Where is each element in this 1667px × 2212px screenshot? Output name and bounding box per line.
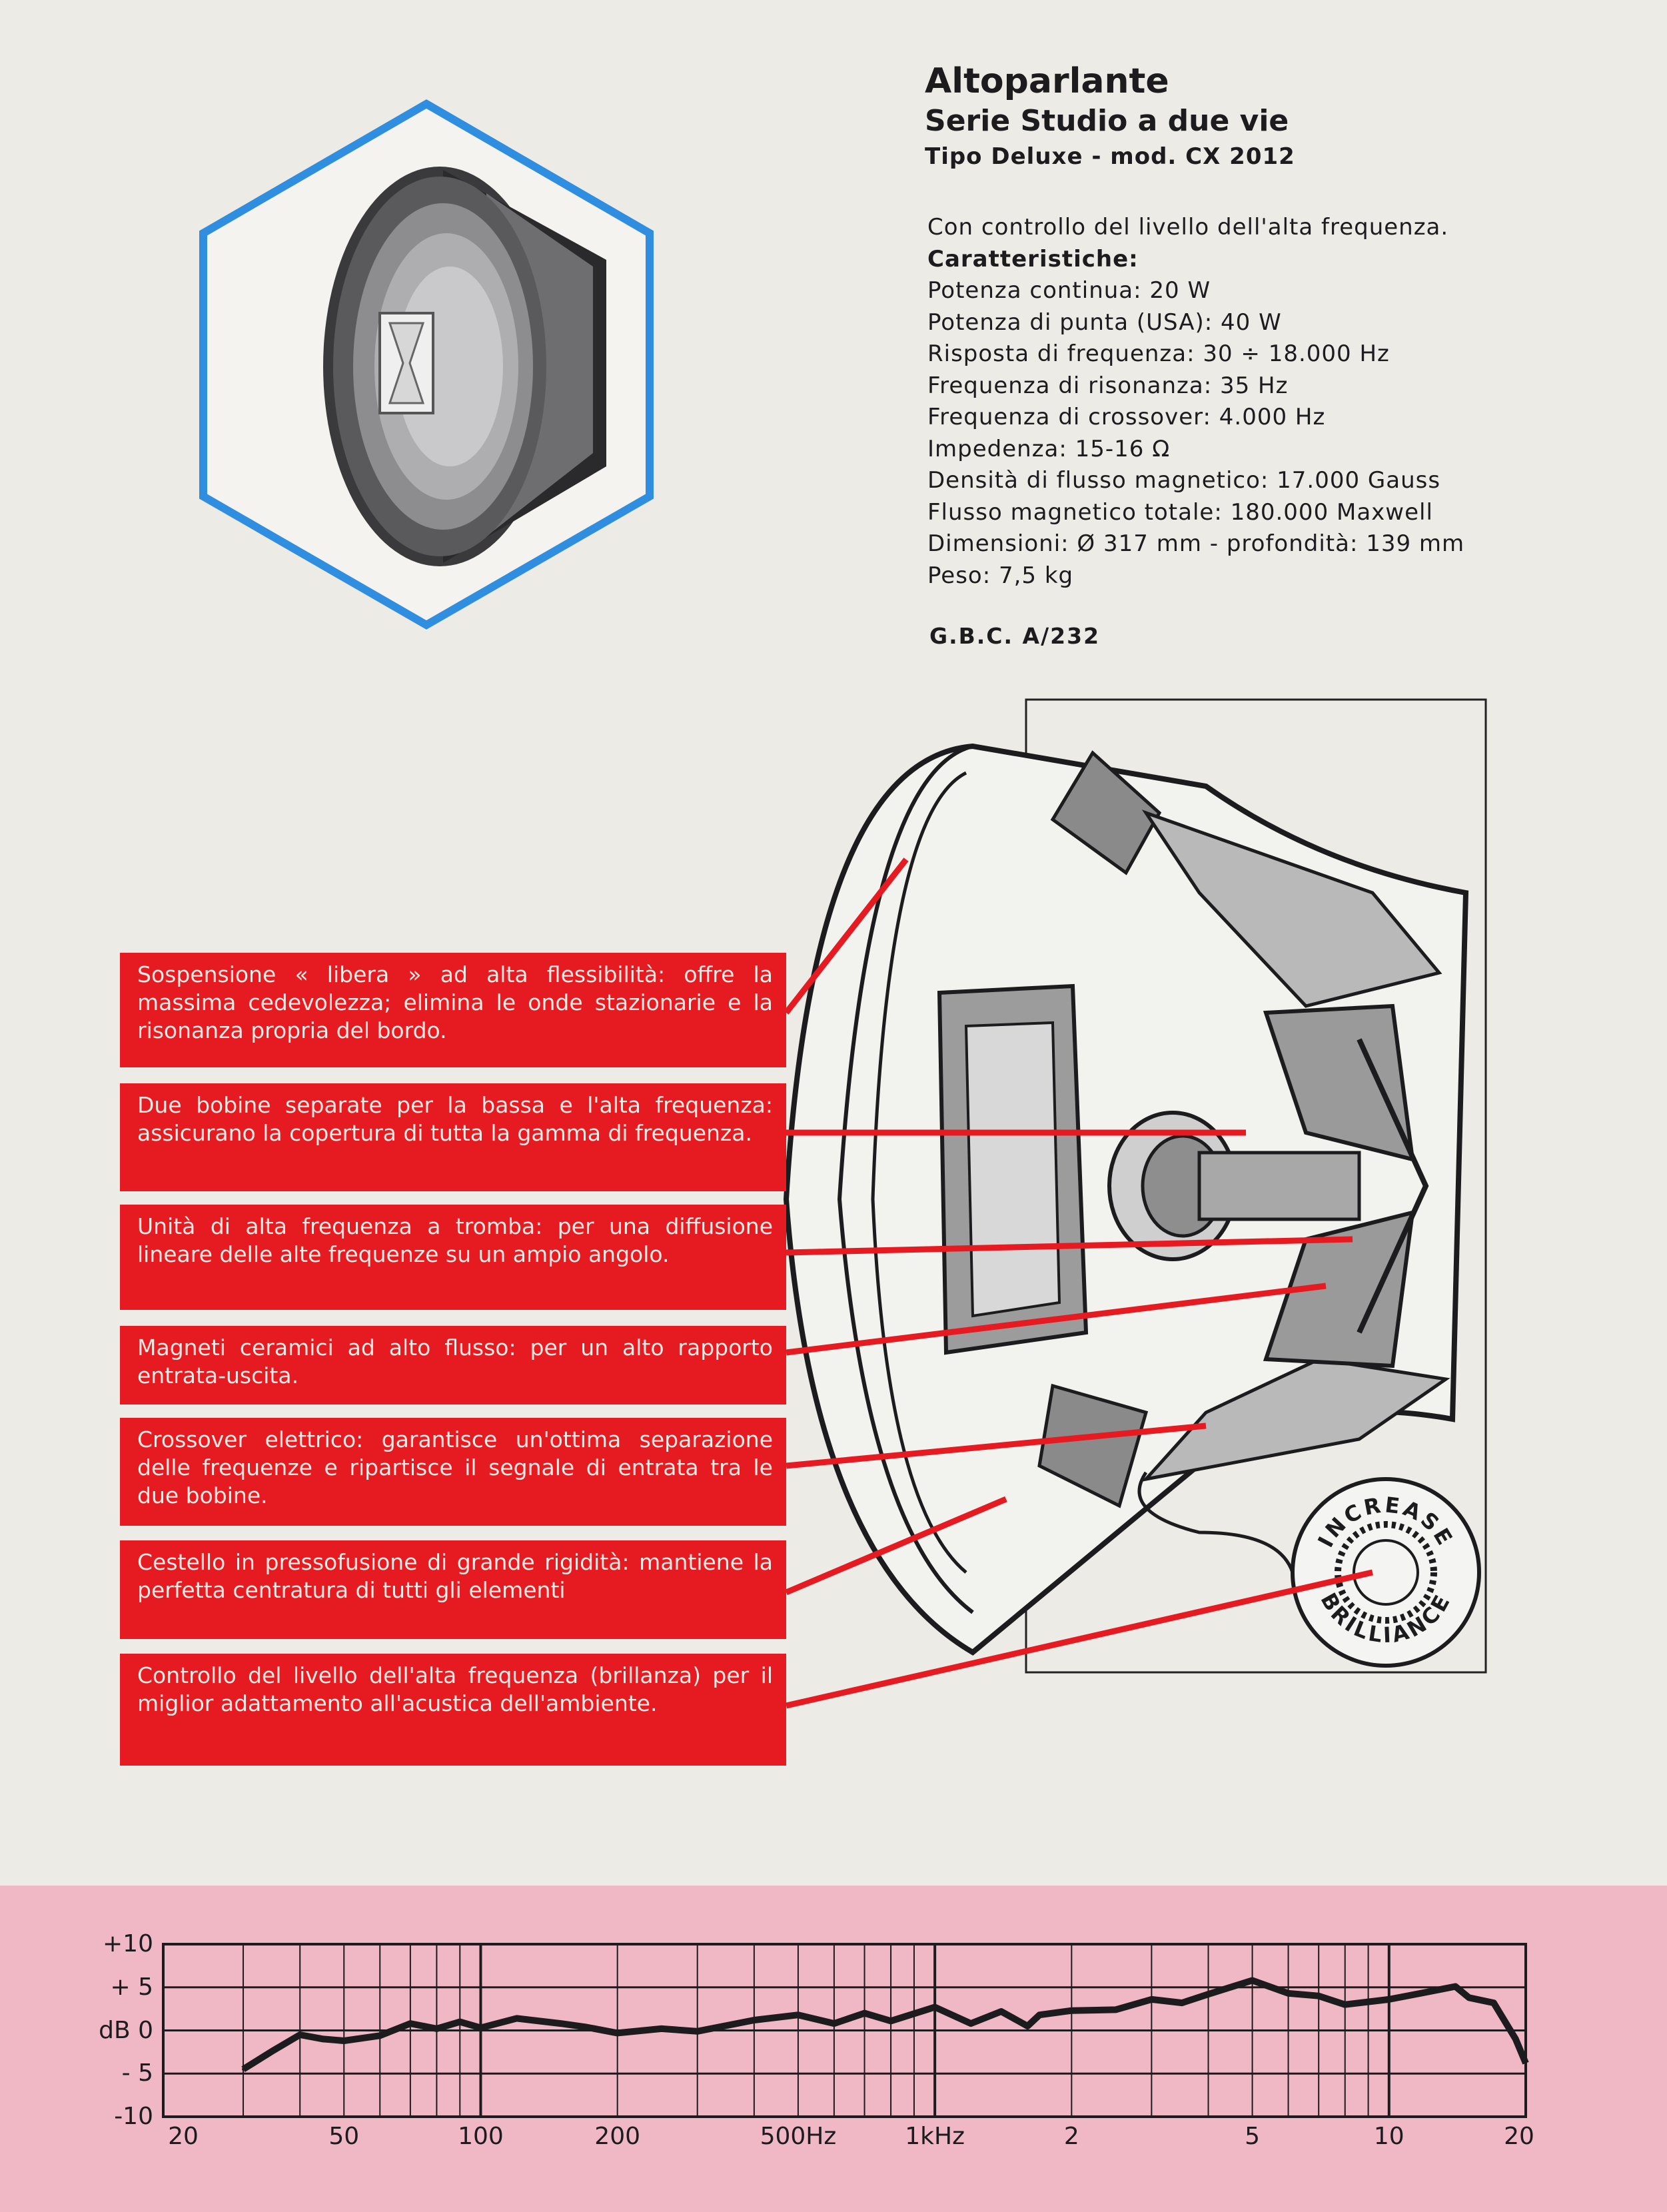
- response-point: [1317, 1994, 1321, 1997]
- spec-line: Flusso magnetico totale: 180.000 Maxwell: [927, 498, 1433, 526]
- spec-line: Potenza di punta (USA): 40 W: [927, 308, 1282, 336]
- product-photo: [199, 99, 654, 630]
- x-tick-label: 20: [168, 2123, 199, 2150]
- spec-line: Potenza continua: 20 W: [927, 277, 1211, 304]
- spec-line: Impedenza: 15-16 Ω: [927, 435, 1171, 462]
- page-subtitle: Serie Studio a due vie: [925, 104, 1289, 138]
- response-point: [1524, 2061, 1527, 2065]
- y-tick-label: -10: [114, 2103, 153, 2130]
- response-point: [272, 2049, 275, 2052]
- response-point: [1026, 2025, 1029, 2028]
- specs-heading: Caratteristiche:: [927, 245, 1139, 273]
- response-point: [298, 2033, 302, 2036]
- response-point: [1207, 1993, 1210, 1996]
- x-tick-label: 20: [1504, 2123, 1534, 2150]
- response-point: [832, 2022, 835, 2025]
- catalog-code: G.B.C. A/232: [929, 623, 1101, 649]
- description-line: Con controllo del livello dell'alta freq…: [927, 214, 1449, 241]
- response-point: [1287, 1991, 1290, 1995]
- y-tick-label: +10: [103, 1930, 153, 1957]
- spec-line: Peso: 7,5 kg: [927, 562, 1074, 589]
- response-point: [1070, 2009, 1073, 2012]
- response-point: [752, 2018, 756, 2021]
- y-tick-label: + 5: [110, 1973, 153, 2001]
- response-point: [1181, 2001, 1184, 2005]
- response-point: [515, 2017, 518, 2020]
- response-point: [1454, 1985, 1457, 1988]
- response-point: [999, 2010, 1003, 2013]
- response-point: [342, 2039, 346, 2043]
- x-tick-label: 50: [328, 2123, 360, 2150]
- y-tick-label: dB 0: [99, 2016, 153, 2044]
- response-point: [408, 2022, 412, 2025]
- spec-line: Densità di flusso magnetico: 17.000 Gaus…: [927, 467, 1441, 494]
- model-line: Tipo Deluxe - mod. CX 2012: [925, 143, 1295, 170]
- x-tick-label: 2: [1063, 2123, 1079, 2150]
- response-point: [1251, 1979, 1254, 1982]
- response-point: [1114, 2008, 1117, 2011]
- callout-suspension: Sospensione « libera » ad alta flessibil…: [120, 953, 786, 1067]
- response-point: [1387, 1997, 1390, 2001]
- callout-crossover: Crossover elettrico: garantisce un'ottim…: [120, 1418, 786, 1526]
- response-point: [1514, 2037, 1517, 2041]
- response-point: [1343, 2003, 1347, 2006]
- response-curve-line: [241, 1977, 1529, 2073]
- plot-border: [162, 1943, 1527, 2118]
- response-point: [616, 2031, 619, 2035]
- spec-line: Frequenza di risonanza: 35 Hz: [927, 372, 1289, 399]
- response-point: [1038, 2013, 1041, 2017]
- response-point: [863, 2011, 866, 2015]
- response-point: [969, 2022, 973, 2025]
- callout-die-cast-basket: Cestello in pressofusione di grande rigi…: [120, 1540, 786, 1639]
- response-point: [1423, 1991, 1426, 1994]
- x-tick-label: 500Hz: [760, 2123, 837, 2150]
- speaker-photo-icon: [323, 167, 606, 566]
- specs-block: Con controllo del livello dell'alta freq…: [927, 212, 1647, 592]
- y-tick-label: - 5: [121, 2059, 153, 2087]
- x-tick-label: 100: [458, 2123, 504, 2150]
- page-title: Altoparlante: [925, 61, 1169, 101]
- header-block: Altoparlante Serie Studio a due vie Tipo…: [925, 60, 1624, 173]
- response-point: [559, 2022, 562, 2025]
- response-point: [378, 2034, 382, 2037]
- response-point: [889, 2019, 893, 2023]
- response-point: [1467, 1996, 1470, 1999]
- callout-voice-coils: Due bobine separate per la bassa e l'alt…: [120, 1083, 786, 1191]
- response-point: [933, 2005, 937, 2009]
- spec-line: Frequenza di crossover: 4.000 Hz: [927, 404, 1326, 430]
- response-point: [584, 2025, 587, 2029]
- callout-magnets: Magneti ceramici ad alto flusso: per un …: [120, 1326, 786, 1404]
- response-point: [322, 2037, 325, 2041]
- spec-line: Dimensioni: Ø 317 mm - profondità: 139 m…: [927, 530, 1465, 557]
- callout-brilliance-control: Controllo del livello dell'alta frequenz…: [120, 1654, 786, 1766]
- response-point: [660, 2027, 663, 2030]
- response-point: [1150, 1997, 1153, 2001]
- response-point: [696, 2029, 699, 2033]
- response-point: [242, 2067, 245, 2071]
- callout-horn-tweeter: Unità di alta frequenza a tromba: per un…: [120, 1205, 786, 1310]
- response-point: [479, 2026, 482, 2029]
- x-tick-label: 200: [594, 2123, 641, 2150]
- response-point: [1492, 2001, 1495, 2005]
- x-tick-label: 5: [1245, 2123, 1261, 2150]
- response-point: [796, 2013, 800, 2017]
- x-tick-label: 10: [1373, 2123, 1404, 2150]
- spec-line: Risposta di frequenza: 30 ÷ 18.000 Hz: [927, 340, 1390, 367]
- response-point: [458, 2020, 462, 2023]
- response-point: [435, 2027, 438, 2030]
- x-tick-label: 1kHz: [905, 2123, 965, 2150]
